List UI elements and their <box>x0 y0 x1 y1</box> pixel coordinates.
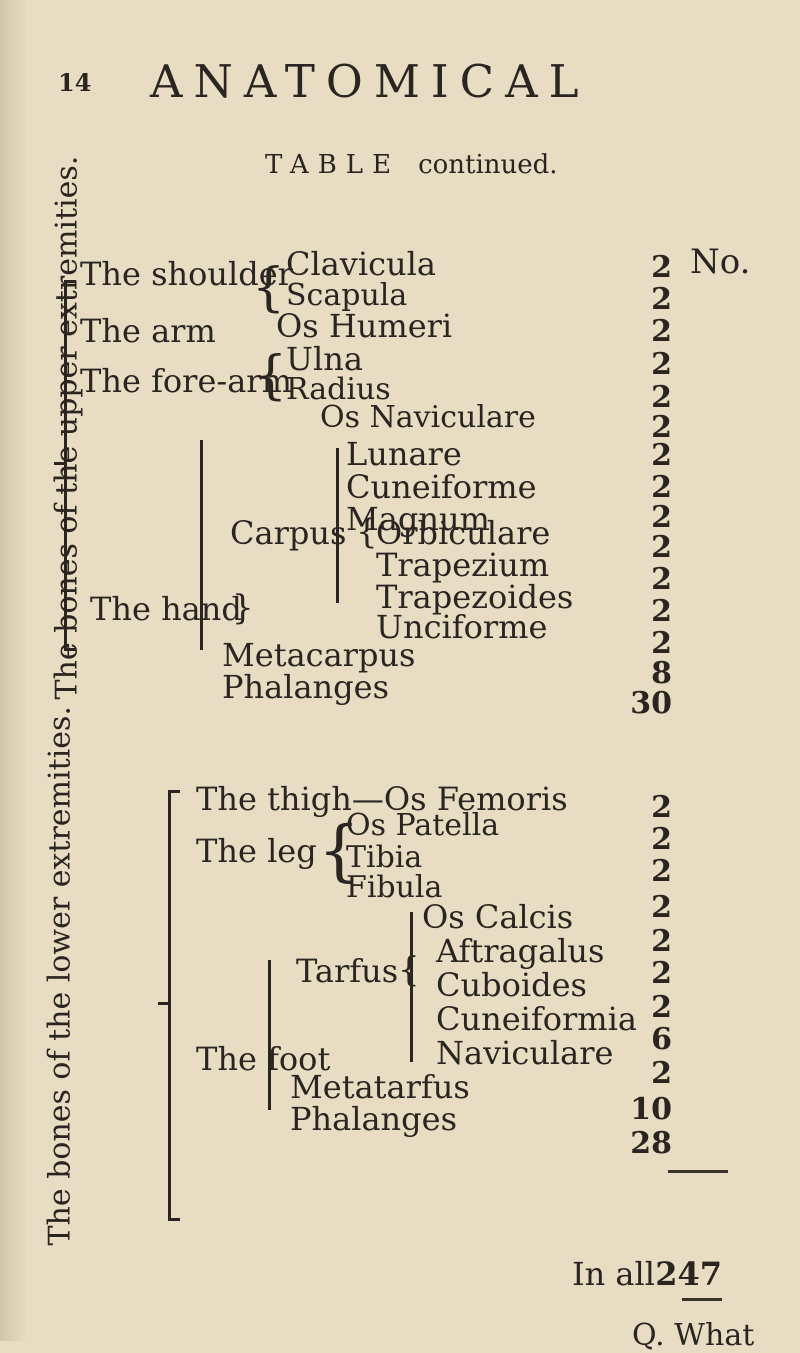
no-phalanges-hand: 30 <box>630 686 672 721</box>
no-cuneiforme: 2 <box>651 470 672 505</box>
no-aftragalus: 2 <box>651 956 672 991</box>
bone-naviculare-foot: Naviculare <box>436 1034 614 1072</box>
bone-os-humeri: Os Humeri <box>276 307 453 345</box>
bone-metacarpus: Metacarpus <box>222 636 416 674</box>
lower-outer-brace-point <box>158 1002 168 1005</box>
bone-aftragalus: Aftragalus <box>436 932 605 970</box>
no-lunare: 2 <box>651 438 672 473</box>
leg-brace: { <box>318 812 360 889</box>
hand-brace <box>200 440 203 650</box>
bone-clavicula: Clavicula <box>286 245 436 283</box>
no-clavicula: 2 <box>651 250 672 285</box>
tarsus-brace-point: { <box>398 950 420 990</box>
bone-trapezoides: Trapezoides <box>376 578 574 616</box>
column-head-number: No. <box>690 242 751 282</box>
group-foot: The foot <box>196 1040 331 1078</box>
no-humeri: 2 <box>651 314 672 349</box>
carpus-brace-point: { <box>356 512 378 552</box>
bone-cuneiformia: Cuneiformia <box>436 1000 637 1038</box>
no-trapezium: 2 <box>651 562 672 597</box>
lower-extremities-label: The bones of the lower extremities. <box>42 706 78 1246</box>
no-os-calcis: 2 <box>651 924 672 959</box>
no-naviculare-foot: 2 <box>651 1056 672 1091</box>
bone-orbiculare: Orbiculare <box>376 514 551 552</box>
no-radius: 2 <box>651 380 672 415</box>
lower-outer-brace-top <box>168 790 180 793</box>
bone-phalanges-hand: Phalanges <box>222 668 389 706</box>
total-value: 247 <box>655 1255 722 1293</box>
bone-fibula: Fibula <box>346 870 443 905</box>
lower-outer-brace-bottom <box>168 1218 180 1221</box>
page-number: 14 <box>58 68 92 97</box>
no-tibia: 2 <box>651 854 672 889</box>
bone-cuneiforme: Cuneiforme <box>346 468 537 506</box>
bone-os-patella: Os Patella <box>346 808 500 843</box>
no-cuboides: 2 <box>651 990 672 1025</box>
bone-os-calcis: Os Calcis <box>422 898 574 936</box>
group-shoulder: The shoulder <box>80 255 293 293</box>
group-carpus: Carpus <box>230 514 347 552</box>
bone-lunare: Lunare <box>346 435 462 473</box>
bone-trapezium: Trapezium <box>376 546 550 584</box>
group-arm: The arm <box>80 312 216 350</box>
continued-word: continued. <box>418 150 558 180</box>
group-forearm: The fore-arm <box>80 362 292 400</box>
bone-metatarfus: Metatarfus <box>290 1068 470 1106</box>
total-rule-bottom <box>682 1298 722 1301</box>
no-magnum: 2 <box>651 500 672 535</box>
total-rule-top <box>668 1170 728 1173</box>
bone-phalanges-foot: Phalanges <box>290 1100 457 1138</box>
no-cuneiformia: 6 <box>651 1022 672 1057</box>
upper-extremities-label: The bones of the upper extremities. <box>49 155 85 700</box>
no-trapezoides: 2 <box>651 594 672 629</box>
bone-scapula: Scapula <box>286 278 408 313</box>
bone-magnum: Magnum <box>346 500 490 538</box>
forearm-brace: { <box>254 346 288 406</box>
no-metatarfus: 10 <box>630 1092 672 1127</box>
group-leg: The leg <box>196 832 317 870</box>
table-heading: TABLE continued. <box>265 150 558 180</box>
no-os-patella: 2 <box>651 822 672 857</box>
group-tarsus: Tarfus <box>296 952 399 990</box>
tarsus-brace <box>410 912 413 1062</box>
no-scapula: 2 <box>651 282 672 317</box>
upper-outer-brace <box>64 280 67 650</box>
total-label: In all <box>572 1255 655 1293</box>
lower-outer-brace <box>168 790 171 1220</box>
shoulder-brace: { <box>252 258 286 318</box>
page-edge <box>0 0 28 1341</box>
hand-brace-close: } <box>232 588 254 628</box>
running-head: ANATOMICAL <box>150 55 590 108</box>
bone-unciforme: Unciforme <box>376 608 548 646</box>
no-fibula: 2 <box>651 890 672 925</box>
no-orbiculare: 2 <box>651 530 672 565</box>
no-os-femoris: 2 <box>651 790 672 825</box>
no-ulna: 2 <box>651 347 672 382</box>
bone-ulna: Ulna <box>286 340 363 378</box>
no-phalanges-foot: 28 <box>630 1126 672 1161</box>
upper-outer-brace-point <box>54 462 64 465</box>
upper-outer-brace-bottom <box>64 648 76 651</box>
bone-os-naviculare: Os Naviculare <box>320 400 536 435</box>
no-metacarpus: 8 <box>651 656 672 691</box>
group-hand: The hand <box>90 590 242 628</box>
group-thigh: The thigh—Os Femoris <box>196 780 568 818</box>
carpus-brace <box>336 448 339 603</box>
foot-brace <box>268 960 271 1110</box>
bone-radius: Radius <box>286 372 391 407</box>
no-unciforme: 2 <box>651 626 672 661</box>
no-os-naviculare: 2 <box>651 410 672 445</box>
bone-tibia: Tibia <box>346 840 423 875</box>
bone-cuboides: Cuboides <box>436 966 587 1004</box>
table-word: TABLE <box>265 150 401 180</box>
catchword: Q. What <box>632 1318 755 1353</box>
upper-outer-brace-top <box>64 280 76 283</box>
